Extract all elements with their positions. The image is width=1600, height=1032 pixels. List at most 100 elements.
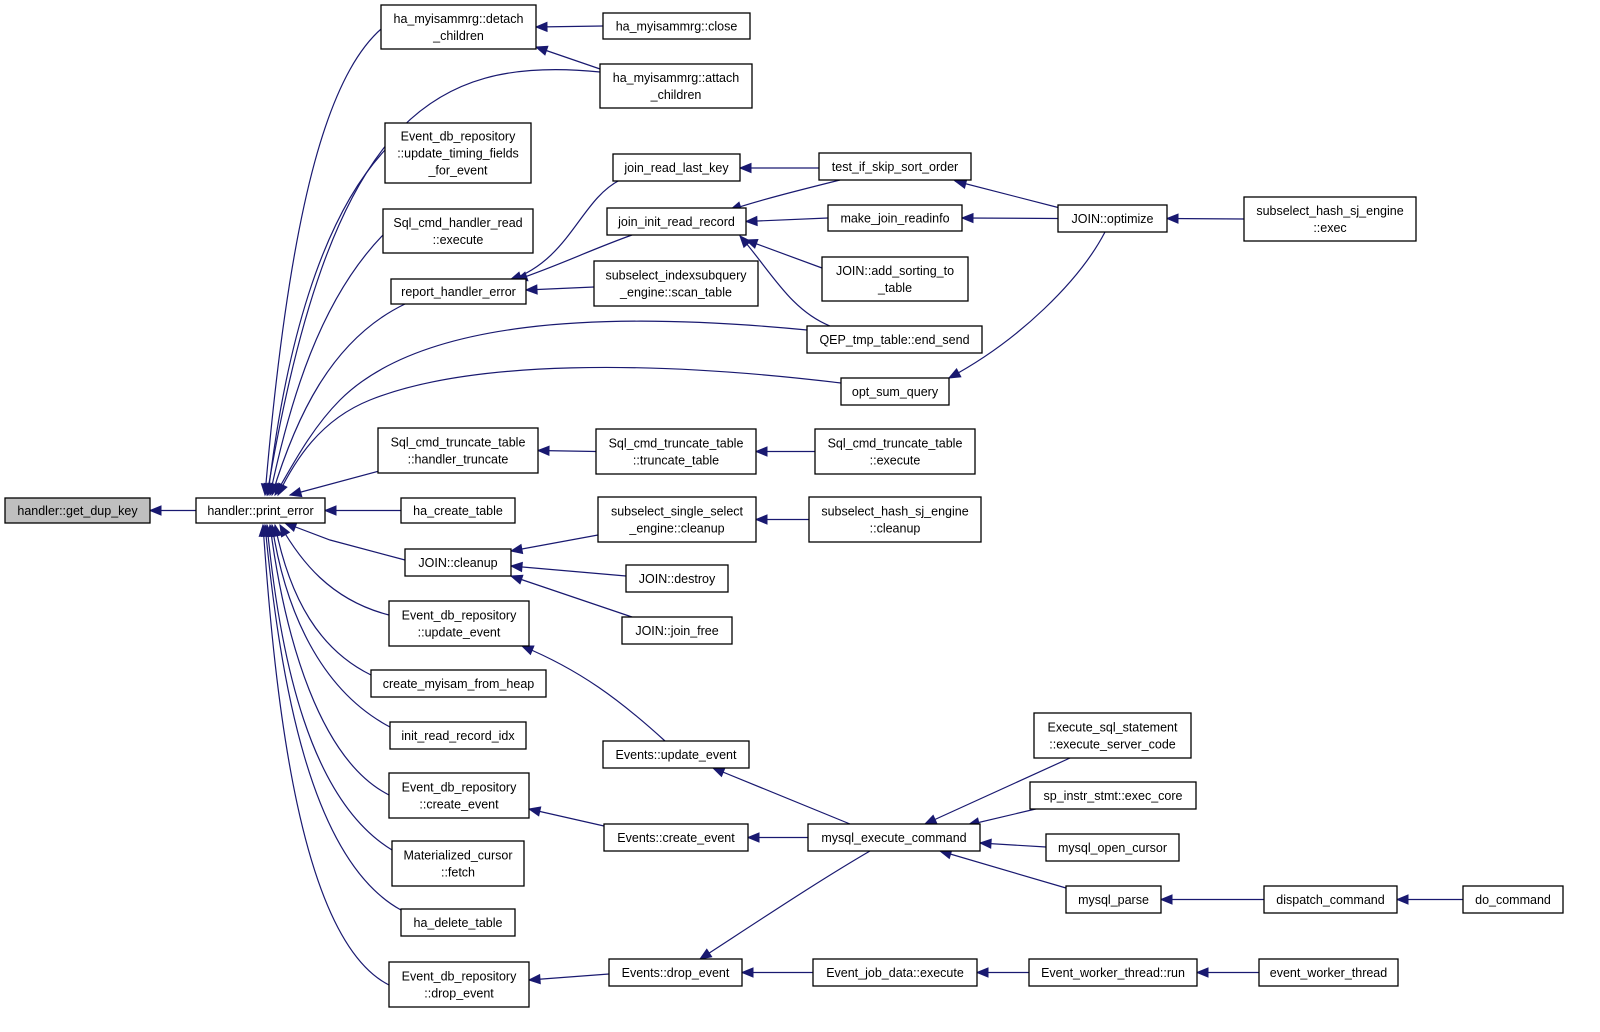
node-jr_last_key[interactable]: join_read_last_key (612, 153, 741, 182)
node-ejd_execute[interactable]: Event_job_data::execute (812, 958, 978, 987)
node-print_error[interactable]: handler::print_error (195, 497, 326, 524)
node-update_timing[interactable]: Event_db_repository::update_timing_field… (384, 122, 532, 184)
edge-sp_exec_core-to-mysql_exec_cmd (967, 807, 1041, 826)
node-mysql_exec_cmd[interactable]: mysql_execute_command (807, 823, 981, 852)
node-make_readinfo[interactable]: make_join_readinfo (827, 204, 963, 232)
node-mrg_close[interactable]: ha_myisammrg::close (602, 12, 751, 40)
node-label: ha_delete_table (414, 916, 503, 930)
node-label: test_if_skip_sort_order (832, 160, 958, 174)
nodes-layer: handler::get_dup_key handler::print_error… (4, 4, 1564, 1008)
node-box (599, 63, 753, 109)
arrowhead-open_cursor-to-mysql_exec_cmd (978, 838, 992, 849)
node-box (370, 669, 547, 698)
node-label: subselect_indexsubquery (605, 269, 747, 283)
node-init_rr_idx[interactable]: init_read_record_idx (389, 721, 527, 750)
node-label: ::exec (1313, 221, 1346, 235)
node-box (807, 823, 981, 852)
arrowhead-make_readinfo-to-jir_record (744, 215, 758, 227)
node-shsj_exec[interactable]: subselect_hash_sj_engine::exec (1243, 196, 1417, 242)
node-get_dup_key[interactable]: handler::get_dup_key (4, 497, 151, 524)
node-ha_create[interactable]: ha_create_table (400, 497, 516, 524)
node-label: QEP_tmp_table::end_send (819, 333, 969, 347)
node-attach_children[interactable]: ha_myisammrg::attach_children (599, 63, 753, 109)
node-ev_drop[interactable]: Events::drop_event (608, 958, 743, 987)
node-label: JOIN::add_sorting_to (836, 264, 954, 278)
node-label: dispatch_command (1276, 893, 1384, 907)
node-ssq_scan[interactable]: subselect_indexsubquery_engine::scan_tab… (593, 260, 759, 307)
node-edr_drop[interactable]: Event_db_repository::drop_event (388, 961, 530, 1008)
node-box (818, 152, 972, 181)
arrowhead-edr_drop-to-print_error (258, 523, 270, 537)
node-ev_create[interactable]: Events::create_event (603, 823, 749, 852)
edge-mysql_exec_cmd-to-ev_drop (699, 850, 871, 960)
node-join_destroy[interactable]: JOIN::destroy (625, 564, 729, 593)
edge-detach_children-to-print_error (264, 19, 394, 496)
node-add_sorting[interactable]: JOIN::add_sorting_to_table (821, 256, 969, 302)
node-join_cleanup[interactable]: JOIN::cleanup (404, 548, 512, 577)
node-label: Materialized_cursor (403, 849, 512, 863)
node-join_optimize[interactable]: JOIN::optimize (1057, 204, 1168, 233)
node-jir_record[interactable]: join_init_read_record (606, 207, 747, 236)
edge-mysql_exec_cmd-to-ev_update (712, 767, 851, 825)
node-tt_handler_trunc[interactable]: Sql_cmd_truncate_table::handler_truncate (377, 427, 539, 474)
node-box (806, 325, 983, 354)
node-box (400, 908, 516, 937)
arrowhead-opt_sum-to-print_error (277, 482, 288, 497)
node-ewt_run[interactable]: Event_worker_thread::run (1028, 958, 1198, 987)
edge-opt_sum-to-print_error (277, 366, 842, 496)
edge-jir_record-to-report_err (515, 234, 633, 281)
node-box (606, 207, 747, 236)
node-sp_exec_core[interactable]: sp_instr_stmt::exec_core (1029, 781, 1197, 810)
node-box (597, 496, 757, 543)
arrowhead-mysql_exec_cmd-to-ev_update (711, 767, 726, 778)
node-do_command[interactable]: do_command (1462, 885, 1564, 914)
node-join_free[interactable]: JOIN::join_free (621, 616, 733, 645)
node-ew_thread[interactable]: event_worker_thread (1258, 958, 1399, 987)
node-box (195, 497, 326, 524)
node-label: Sql_cmd_truncate_table (609, 437, 744, 451)
edge-join_optimize-to-test_skip (954, 180, 1061, 209)
node-test_skip[interactable]: test_if_skip_sort_order (818, 152, 972, 181)
node-open_cursor[interactable]: mysql_open_cursor (1045, 833, 1180, 862)
arrowhead-qep_end_send-to-jir_record (739, 235, 752, 249)
node-ha_delete[interactable]: ha_delete_table (400, 908, 516, 937)
arrowhead-ew_thread-to-ewt_run (1195, 967, 1209, 978)
node-ev_update[interactable]: Events::update_event (602, 740, 750, 769)
node-ess_exec_code[interactable]: Execute_sql_statement::execute_server_co… (1033, 712, 1192, 759)
node-label: _engine::scan_table (619, 286, 732, 300)
node-report_err[interactable]: report_handler_error (390, 278, 527, 305)
node-label: _for_event (427, 164, 488, 178)
node-box (390, 278, 527, 305)
node-tt_truncate[interactable]: Sql_cmd_truncate_table::truncate_table (595, 428, 757, 475)
node-label: ha_myisammrg::attach (613, 71, 739, 85)
node-tt_execute[interactable]: Sql_cmd_truncate_table::execute (814, 428, 976, 475)
arrowhead-ha_create-to-print_error (323, 505, 337, 516)
node-mc_fetch[interactable]: Materialized_cursor::fetch (391, 840, 525, 887)
arrowhead-shsj_cleanup-to-sss_cleanup (754, 514, 768, 525)
node-shsj_cleanup[interactable]: subselect_hash_sj_engine::cleanup (808, 496, 982, 543)
node-opt_sum[interactable]: opt_sum_query (840, 377, 950, 406)
node-mysql_parse[interactable]: mysql_parse (1065, 885, 1162, 914)
node-label: JOIN::join_free (635, 624, 718, 638)
node-edr_create[interactable]: Event_db_repository::create_event (388, 772, 530, 819)
edge-update_timing-to-print_error (267, 149, 386, 496)
node-box (608, 958, 743, 987)
edge-ha_delete-to-print_error (264, 524, 402, 911)
node-box (1028, 958, 1198, 987)
node-sss_cleanup[interactable]: subselect_single_select_engine::cleanup (597, 496, 757, 543)
node-hr_execute[interactable]: Sql_cmd_handler_read::execute (382, 208, 534, 254)
node-label: opt_sum_query (852, 385, 939, 399)
node-dispatch[interactable]: dispatch_command (1263, 885, 1398, 914)
node-label: ::create_event (419, 798, 499, 812)
node-box (380, 4, 537, 50)
node-label: ::execute (870, 454, 921, 468)
node-label: subselect_single_select (611, 505, 744, 519)
node-box (377, 427, 539, 474)
node-box (388, 600, 530, 647)
node-detach_children[interactable]: ha_myisammrg::detach_children (380, 4, 537, 50)
arrowhead-tt_execute-to-tt_truncate (754, 446, 768, 457)
arrowhead-test_skip-to-jr_last_key (738, 162, 752, 174)
node-edr_update[interactable]: Event_db_repository::update_event (388, 600, 530, 647)
node-qep_end_send[interactable]: QEP_tmp_table::end_send (806, 325, 983, 354)
node-cm_from_heap[interactable]: create_myisam_from_heap (370, 669, 547, 698)
